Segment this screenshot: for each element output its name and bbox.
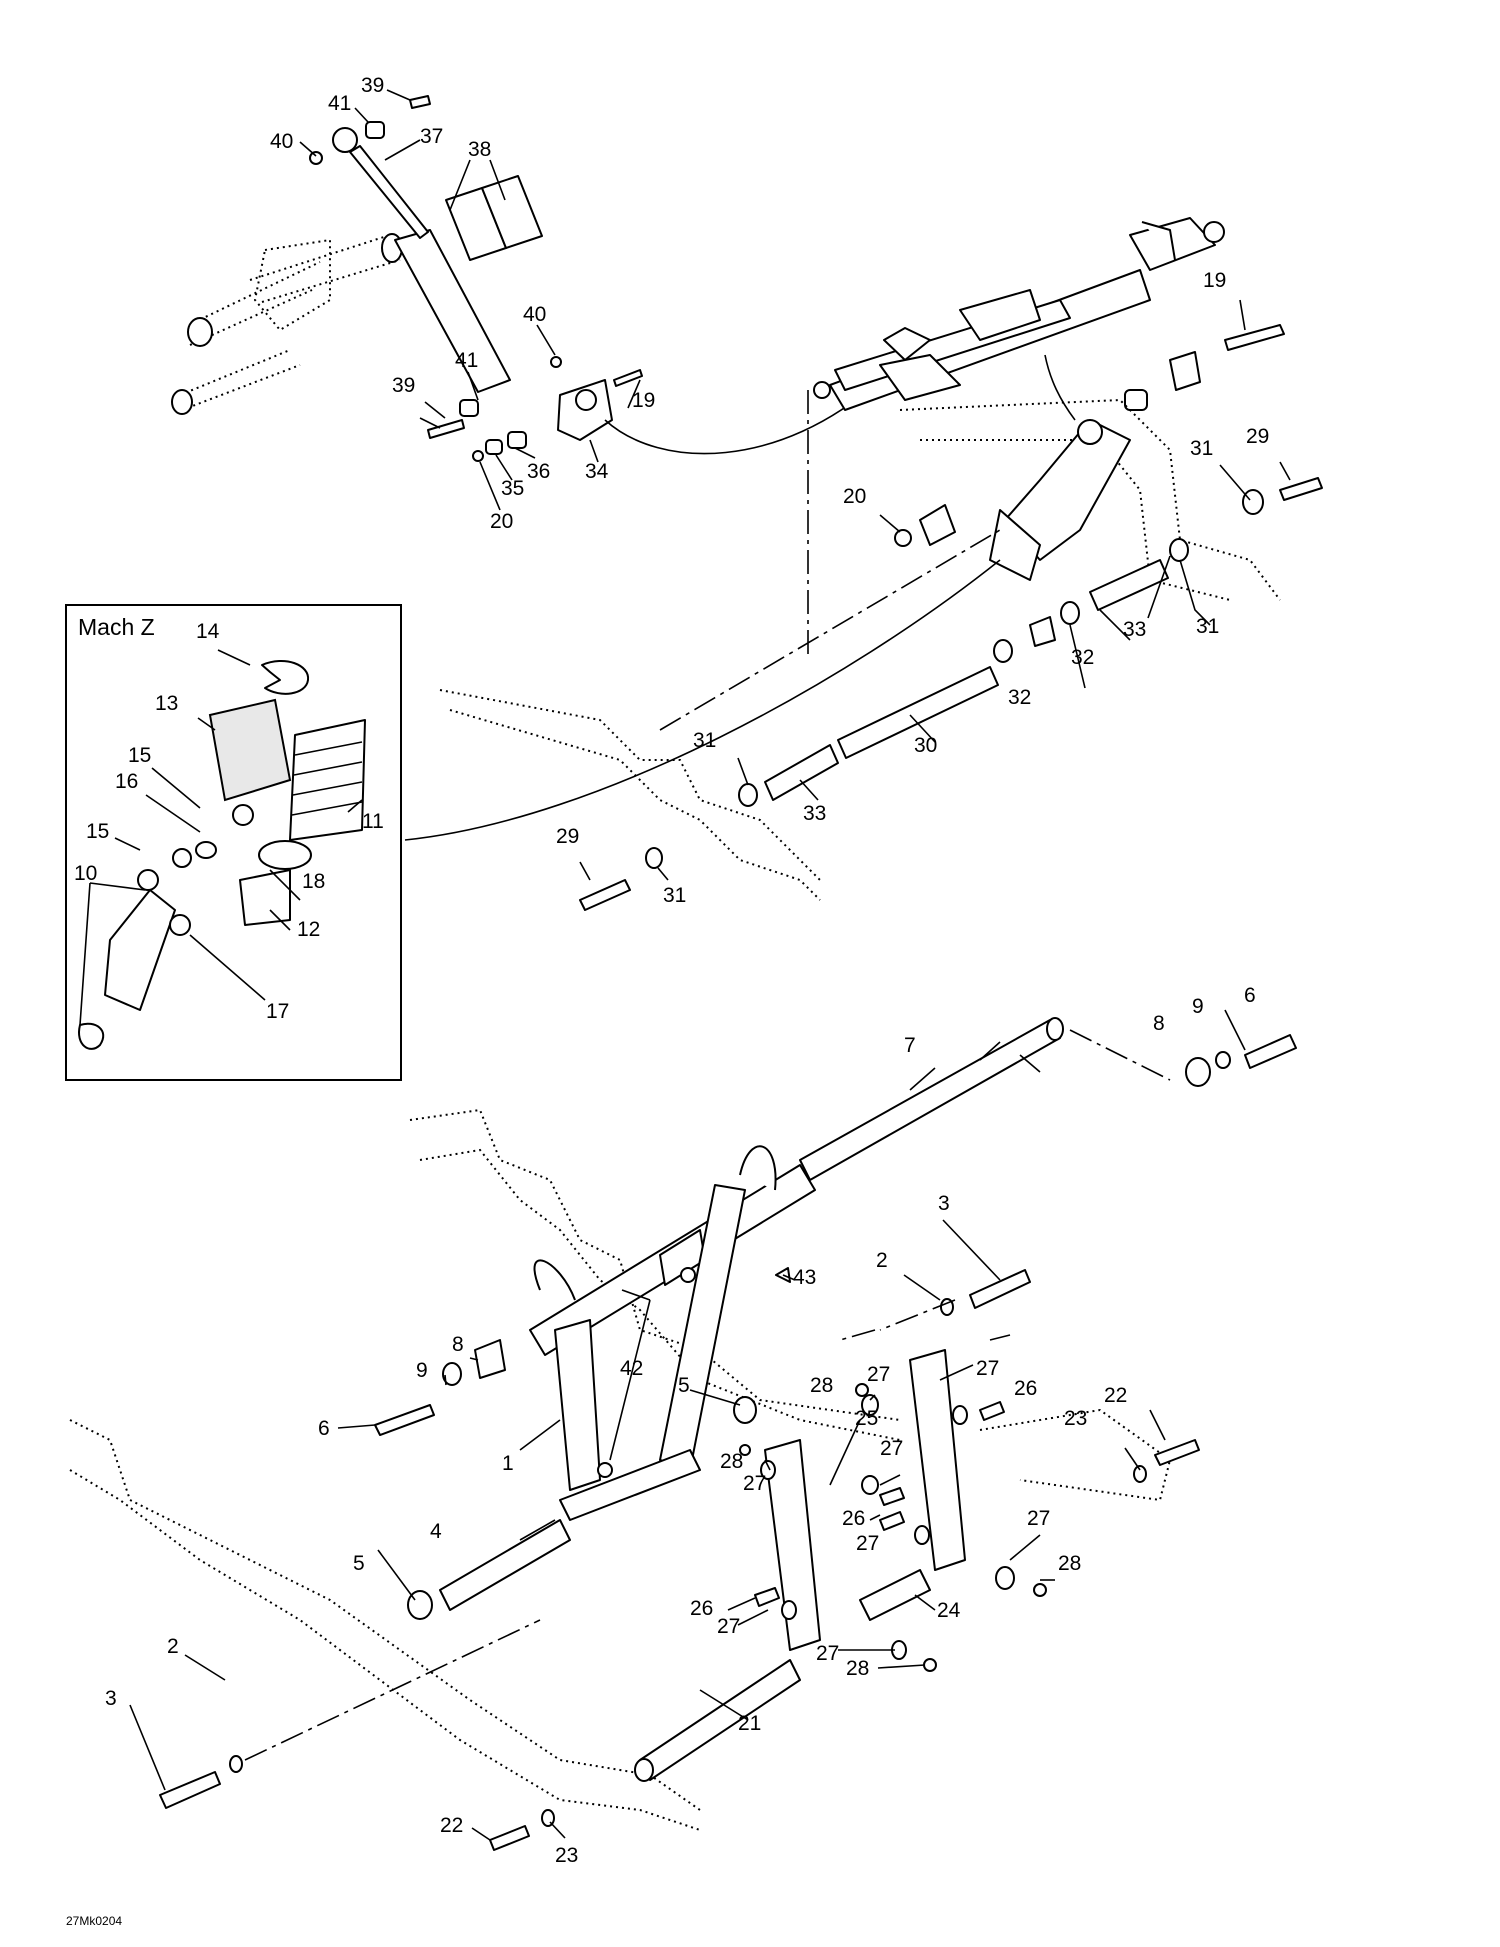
callout-26: 26 [1014,1377,1037,1400]
callout-28d: 28 [846,1657,869,1680]
callout-5b: 5 [353,1552,365,1575]
front-arm-assembly [69,1017,1297,1851]
callout-11: 11 [362,810,384,833]
callout-33b: 33 [803,802,826,825]
callout-5: 5 [678,1374,690,1397]
callout-31: 31 [1190,437,1213,460]
callout-7: 7 [904,1034,916,1057]
callout-31d: 31 [663,884,686,907]
callout-27h: 27 [816,1642,839,1665]
callout-34: 34 [585,460,609,483]
callout-9: 9 [1192,995,1204,1018]
callout-6b: 6 [318,1417,330,1440]
callout-2: 2 [876,1249,888,1272]
callout-25: 25 [855,1407,878,1430]
callout-40: 40 [270,130,293,153]
upper-shock-assembly [171,95,881,462]
callout-41: 41 [328,92,351,115]
callout-16: 16 [115,770,138,793]
callout-27e: 27 [856,1532,879,1555]
callout-28c: 28 [1058,1552,1081,1575]
callout-33: 33 [1123,618,1146,641]
callout-20b: 20 [843,485,866,508]
callout-42: 42 [620,1357,643,1380]
inset-title: Mach Z [78,614,155,640]
callout-1: 1 [502,1452,514,1475]
callout-26b: 26 [842,1507,865,1530]
callout-3b: 3 [105,1687,117,1710]
callout-27g: 27 [717,1615,740,1638]
callout-27f: 27 [1027,1507,1050,1530]
leader-lines [79,89,1291,1841]
callout-18: 18 [302,870,325,893]
callout-labels: 39 41 40 37 38 40 41 39 19 34 36 35 20 1… [66,74,1269,1928]
callout-23b: 23 [555,1844,578,1867]
mach-z-inset: Mach Z [65,604,402,1081]
callout-4: 4 [430,1520,442,1543]
callout-31b: 31 [1196,615,1219,638]
callout-9b: 9 [416,1359,428,1382]
callout-2b: 2 [167,1635,179,1658]
callout-29b: 29 [556,825,579,848]
callout-41b: 41 [455,349,478,372]
callout-29: 29 [1246,425,1269,448]
callout-23: 23 [1064,1407,1087,1430]
callout-27b: 27 [976,1357,999,1380]
callout-19b: 19 [1203,269,1226,292]
callout-15: 15 [128,744,151,767]
callout-22: 22 [1104,1384,1127,1407]
callout-32: 32 [1071,646,1094,669]
callout-40b: 40 [523,303,546,326]
callout-3: 3 [938,1192,950,1215]
callout-35: 35 [501,477,524,500]
callout-8b: 8 [452,1333,464,1356]
callout-21: 21 [738,1712,761,1735]
callout-8: 8 [1153,1012,1165,1035]
callout-22b: 22 [440,1814,463,1837]
rear-arm-assembly [404,217,1323,911]
callout-27c: 27 [880,1437,903,1460]
callout-39b: 39 [392,374,415,397]
callout-14: 14 [196,620,220,643]
callout-19: 19 [632,389,655,412]
callout-38: 38 [468,138,491,161]
callout-39: 39 [361,74,384,97]
callout-13: 13 [155,692,178,715]
callout-20: 20 [490,510,513,533]
drawing-reference: 27Mk0204 [66,1914,122,1928]
callout-17: 17 [266,1000,289,1023]
callout-28b: 28 [720,1450,743,1473]
callout-36: 36 [527,460,550,483]
callout-43: 43 [793,1266,816,1289]
callout-12: 12 [297,918,320,941]
callout-27d: 27 [743,1472,766,1495]
callout-32b: 32 [1008,686,1031,709]
callout-31c: 31 [693,729,716,752]
callout-28: 28 [810,1374,833,1397]
callout-24: 24 [937,1599,961,1622]
callout-15b: 15 [86,820,109,843]
callout-37: 37 [420,125,443,148]
callout-6: 6 [1244,984,1256,1007]
callout-26c: 26 [690,1597,713,1620]
inset-frame [65,604,402,1081]
callout-27: 27 [867,1363,890,1386]
callout-30: 30 [914,734,937,757]
callout-10: 10 [74,862,97,885]
